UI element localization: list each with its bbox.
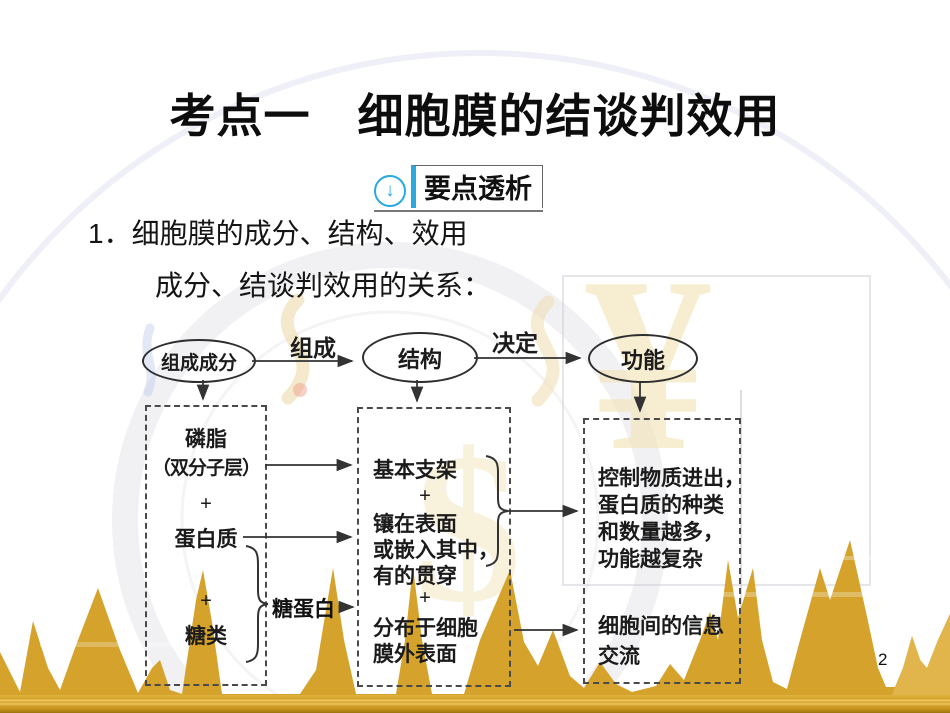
mountain-stripe	[745, 556, 950, 560]
function-box: 控制物质进出， 蛋白质的种类 和数量越多， 功能越复杂 细胞间的信息 交流	[583, 418, 745, 684]
gold-mountains	[0, 540, 950, 700]
bottom-bar	[0, 695, 950, 713]
page-title: 考点一 细胞膜的结谈判效用	[169, 90, 781, 142]
box-line: +	[419, 585, 431, 609]
edge-label-compose: 组成	[290, 336, 336, 361]
box-line: 分布于细胞	[373, 616, 478, 640]
box-line: 控制物质进出，	[598, 466, 745, 490]
faint-circle-inner	[180, 310, 600, 713]
box-line: 镶在表面	[373, 512, 457, 536]
badge-label: 要点透析	[411, 165, 543, 208]
box-line: 有的贯穿	[373, 564, 457, 588]
body-line-2: 成分、结谈判效用的关系：	[155, 270, 492, 301]
swirl-decor	[280, 293, 310, 405]
box-line: 蛋白质	[174, 527, 238, 551]
edge-label-determine: 决定	[492, 331, 538, 356]
box-line: 糖类	[185, 624, 227, 648]
watermark-square	[562, 275, 871, 586]
box-line: 交流	[598, 644, 640, 668]
box-line: 磷脂	[185, 427, 227, 451]
box-line: 蛋白质的种类	[598, 493, 724, 517]
box-line: 基本支架	[373, 458, 457, 482]
box-line: 膜外表面	[373, 642, 457, 666]
glycoprotein-label: 糖蛋白	[272, 597, 335, 621]
key-points-badge: ↓ 要点透析	[374, 165, 543, 212]
box-line: +	[200, 588, 212, 612]
box-line: +	[200, 491, 212, 515]
box-line: 功能越复杂	[598, 547, 703, 571]
box-line: 和数量越多，	[598, 520, 724, 544]
down-arrow-circle-icon: ↓	[374, 175, 406, 207]
gold-mountains-light	[890, 614, 950, 700]
node-function: 功能	[588, 334, 698, 383]
page-number: 2	[878, 650, 888, 669]
box-line: 细胞间的信息	[598, 614, 724, 638]
dot-decor	[293, 383, 307, 397]
mountain-stripe	[40, 642, 190, 647]
swirl-decor	[530, 295, 560, 407]
mountain-stripe	[700, 592, 950, 597]
body-line-1: 1．细胞膜的成分、结构、效用	[88, 218, 468, 249]
box-line: 或嵌入其中，	[373, 538, 499, 562]
node-composition: 组成成分	[142, 339, 256, 383]
box-line: +	[419, 483, 431, 507]
node-structure: 结构	[362, 332, 478, 383]
structure-box: 基本支架 + 镶在表面 或嵌入其中， 有的贯穿 + 分布于细胞 膜外表面	[357, 407, 511, 687]
composition-box: 磷脂 （双分子层） + 蛋白质 + 糖类	[145, 405, 267, 686]
box-line: （双分子层）	[151, 458, 261, 479]
faint-circle	[112, 242, 668, 713]
faint-arc	[0, 50, 950, 304]
